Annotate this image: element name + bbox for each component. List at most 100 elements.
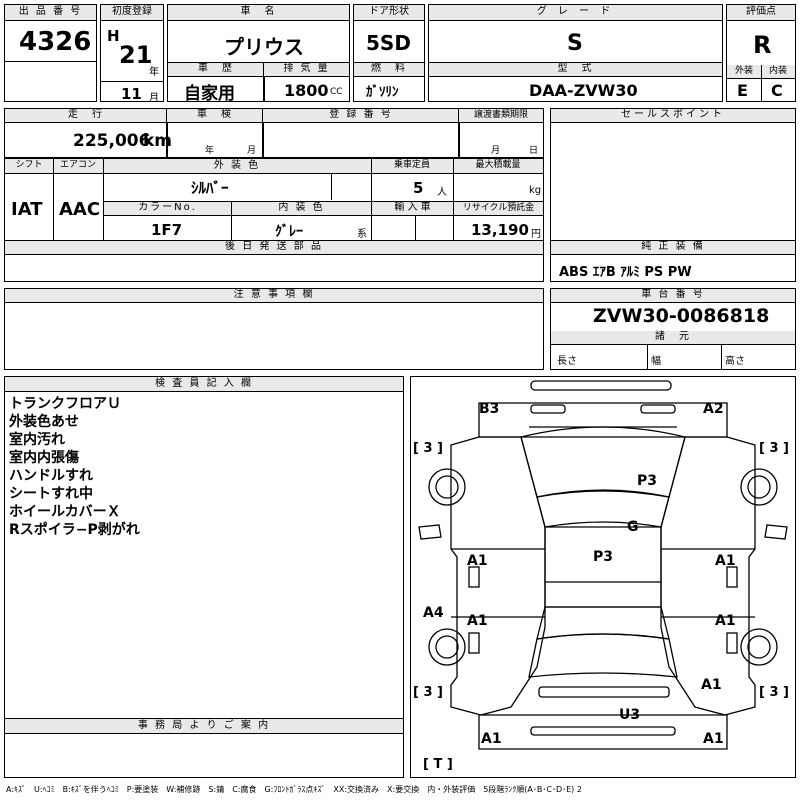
history-value: 自家用 [184, 84, 235, 104]
notes-box: 注 意 事 項 欄 [4, 288, 544, 370]
lot-box: 出 品 番 号 4326 [4, 4, 97, 102]
door-label: ドア形状 [354, 5, 424, 21]
mark-u3: U3 [619, 707, 641, 723]
shift-label: シフト [5, 159, 53, 174]
mark-a1-bottom-left: A1 [481, 731, 502, 747]
displacement-box: 排 気 量 1800 CC [263, 62, 350, 102]
notes-label: 注 意 事 項 欄 [5, 289, 543, 303]
inspector-label: 検 査 員 記 入 欄 [5, 377, 403, 392]
color-no-value: 1F7 [151, 221, 183, 239]
int-color-label: 内 装 色 [232, 202, 371, 216]
first-reg-year: 21 [119, 41, 153, 69]
mark-g: G [627, 519, 639, 535]
car-name-label: 車 名 [168, 5, 349, 21]
tire-rear-left: [ 3 ] [413, 685, 443, 700]
shift-value: IAT [11, 199, 43, 220]
equipment-label: 純 正 装 備 [551, 241, 795, 255]
model-label: 型 式 [429, 63, 722, 77]
door-value: 5SD [366, 31, 411, 55]
lot-number: 4326 [19, 27, 92, 57]
fuel-box: 燃 料 ｶﾞｿﾘﾝ [353, 62, 425, 102]
chassis-box: 車 台 番 号 ZVW30-0086818 諸 元 長さ 幅 高さ [550, 288, 796, 370]
model-value: DAA-ZVW30 [529, 81, 638, 100]
door-box: ドア形状 5SD [353, 4, 425, 64]
legend-text: A:ｷｽﾞ U:ﾍｺﾐ B:ｷｽﾞを伴うﾍｺﾐ P:要塗装 W:補修跡 S:錆 … [6, 785, 582, 794]
mark-a1-right-front: A1 [715, 553, 736, 569]
model-box: 型 式 DAA-ZVW30 [428, 62, 723, 102]
history-label: 車 歴 [168, 63, 264, 77]
equipment-box: 純 正 装 備 ABS ｴｱB ｱﾙﾐ PS PW [550, 240, 796, 282]
remark-line: 外装色あせ [9, 414, 79, 430]
transfer-box: 譲渡書類期限 月 日 [458, 108, 544, 158]
first-reg-label: 初度登録 [101, 5, 163, 21]
recycle-value: 13,190 [471, 221, 529, 239]
remark-line: シートすれ中 [9, 486, 93, 502]
recycle-unit: 円 [531, 229, 541, 240]
tire-spare: [ T ] [423, 757, 453, 772]
inspection-label: 車 検 [167, 109, 263, 123]
interior-grade-value: C [771, 81, 783, 100]
office-box: 事 務 局 よ り ご 案 内 [4, 718, 404, 778]
grade-value: S [567, 31, 583, 56]
grade-box: グ レ ー ド S [428, 4, 723, 64]
displacement-unit: CC [330, 87, 343, 97]
mark-a1-bottom-right: A1 [703, 731, 724, 747]
dims-length: 長さ [557, 356, 577, 367]
transfer-day-unit: 日 [529, 146, 539, 156]
import-label: 輸 入 車 [372, 202, 453, 216]
mark-a4: A4 [423, 605, 444, 621]
later-parts-box: 後 日 発 送 部 品 [4, 240, 544, 282]
remark-line: Rスポイラ−P剥がれ [9, 522, 140, 538]
displacement-label: 排 気 量 [264, 63, 349, 77]
inspector-box: 検 査 員 記 入 欄 トランクフロアＵ 外装色あせ 室内汚れ 室内内張傷 ハン… [4, 376, 404, 720]
mark-a1-right-rear: A1 [715, 613, 736, 629]
later-parts-label: 後 日 発 送 部 品 [5, 241, 543, 255]
mark-a2: A2 [703, 401, 724, 417]
first-reg-month-unit: 月 [149, 93, 159, 104]
mark-b3: B3 [479, 401, 500, 417]
mark-a1-left-front: A1 [467, 553, 488, 569]
max-load-label: 最大積載量 [453, 159, 543, 174]
score-value: R [753, 31, 772, 59]
equipment-value: ABS ｴｱB ｱﾙﾐ PS PW [559, 265, 692, 280]
car-diagram: B3 A2 P3 G P3 A1 A1 A4 A1 A1 A1 U3 A1 A1… [410, 376, 796, 778]
chassis-label: 車 台 番 号 [551, 289, 795, 303]
sales-point-box: セールスポイント [550, 108, 796, 242]
reg-no-label: 登 録 番 号 [263, 109, 459, 123]
int-color-value: ｸﾞﾚｰ [275, 224, 303, 240]
first-reg-month: 11 [121, 85, 142, 103]
exterior-grade-value: E [737, 81, 748, 100]
recycle-label: リサイクル預託金 [454, 202, 543, 216]
color-no-label: カラーNo. [104, 202, 231, 216]
grade-label: グ レ ー ド [429, 5, 722, 21]
office-label: 事 務 局 よ り ご 案 内 [5, 719, 403, 734]
capacity-label: 乗車定員 [371, 159, 453, 174]
mark-a1-rear-corner: A1 [701, 677, 722, 693]
mark-p3-hood: P3 [637, 473, 658, 489]
aircon-label: エアコン [53, 159, 103, 174]
history-box: 車 歴 自家用 [167, 62, 265, 104]
exterior-grade-label: 外装 [727, 65, 761, 79]
max-load-unit: kg [529, 185, 542, 196]
ext-color-label: 外 装 色 [103, 159, 371, 174]
tire-front-right: [ 3 ] [759, 441, 789, 456]
dims-width: 幅 [651, 356, 661, 367]
lot-label: 出 品 番 号 [5, 5, 96, 21]
interior-grade-label: 内装 [761, 65, 795, 79]
dims-label: 諸 元 [551, 331, 795, 345]
fuel-label: 燃 料 [354, 63, 424, 77]
first-reg-year-unit: 年 [149, 67, 159, 78]
displacement-value: 1800 [284, 81, 329, 100]
remark-line: ホイールカバーＸ [9, 504, 121, 520]
score-label: 評価点 [727, 5, 795, 21]
inspection-box: 車 検 年 月 [166, 108, 264, 158]
remark-line: 室内汚れ [9, 432, 65, 448]
transfer-month-unit: 月 [491, 146, 501, 156]
first-reg-box: 初度登録 H 21 年 11 月 [100, 4, 164, 104]
tire-rear-right: [ 3 ] [759, 685, 789, 700]
tire-front-left: [ 3 ] [413, 441, 443, 456]
ext-color-value: ｼﾙﾊﾞｰ [191, 179, 229, 197]
remark-line: ハンドルすれ [9, 468, 93, 484]
mark-a1-left-rear: A1 [467, 613, 488, 629]
chassis-value: ZVW30-0086818 [593, 305, 770, 327]
